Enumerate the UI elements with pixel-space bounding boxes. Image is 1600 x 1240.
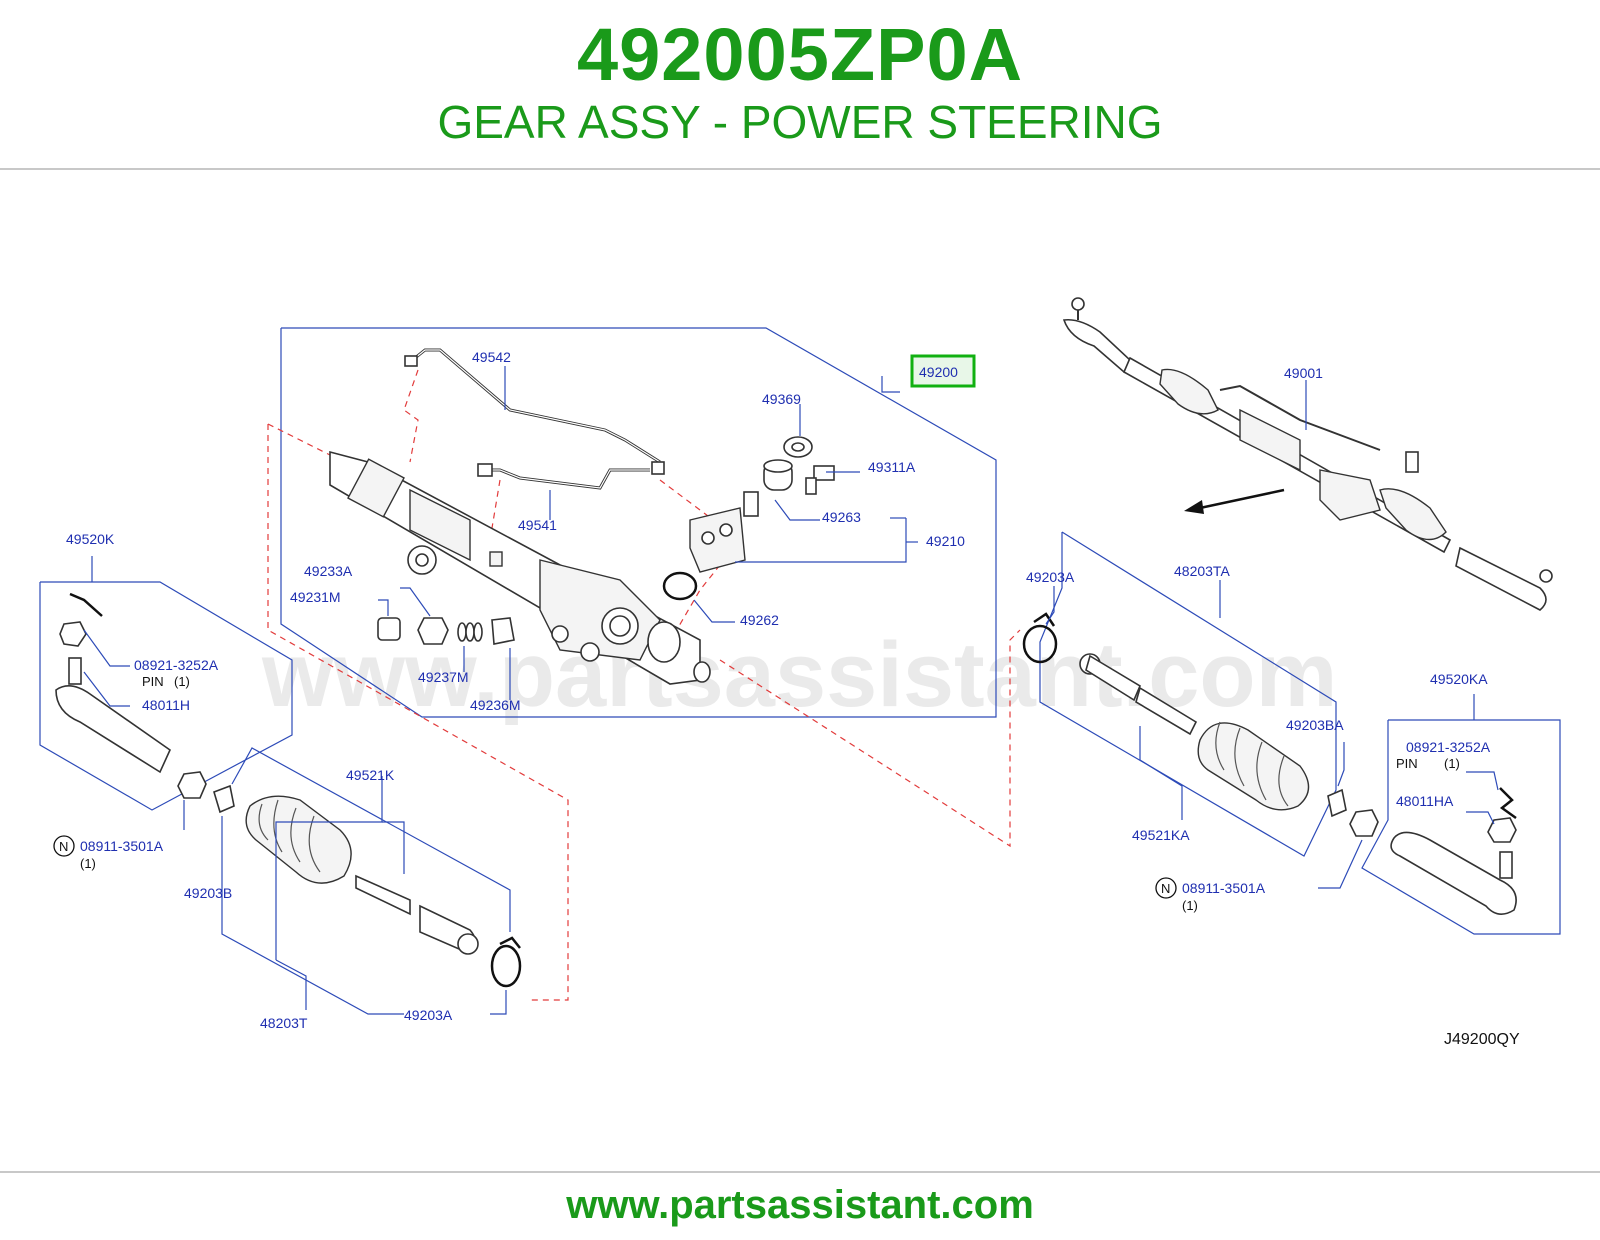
label-49542[interactable]: 49542 [472, 349, 511, 365]
label-49521ka[interactable]: 49521KA [1132, 827, 1190, 843]
seal-49369-hole [791, 442, 805, 452]
header-divider [0, 168, 1600, 170]
nut-08911-left [177, 771, 207, 799]
o-ring-49262 [662, 571, 698, 601]
diagram-code: J49200QY [1444, 1031, 1520, 1048]
rack-housing [329, 450, 711, 685]
assembly-line-left [267, 424, 569, 1001]
label-48011h[interactable]: 48011H [142, 697, 190, 713]
left-boot-49203t [245, 795, 352, 884]
label-49200[interactable]: 49200 [919, 364, 958, 380]
leader-48011h [83, 671, 130, 707]
bolt-49311A [805, 465, 835, 495]
label-49237m[interactable]: 49237M [418, 669, 469, 685]
leader-49203ba [1337, 742, 1345, 787]
label-49520ka[interactable]: 49520KA [1430, 671, 1488, 687]
left-tie-rod-end-frame [39, 581, 293, 811]
leader-49203a-bottom [490, 990, 507, 1015]
header: 492005ZP0A GEAR ASSY - POWER STEERING [0, 0, 1600, 170]
leaders-center [378, 366, 918, 700]
nut-08911-right [1349, 809, 1379, 837]
footer-divider [0, 1171, 1600, 1173]
left-tie-rod-end [55, 592, 172, 774]
clamp-49203a-left-tab [499, 936, 521, 949]
selected-part-highlight [910, 354, 976, 388]
label-08911-left-qty: (1) [80, 856, 96, 871]
right-inner-rod [1079, 653, 1198, 736]
cover-49263 [763, 459, 793, 491]
label-48203t[interactable]: 48203T [260, 1015, 308, 1031]
part-description-title: GEAR ASSY - POWER STEERING [437, 96, 1163, 148]
label-49210[interactable]: 49210 [926, 533, 965, 549]
label-n-left: N [59, 839, 68, 854]
label-pin-left-qty: (1) [174, 674, 190, 689]
yoke-parts [377, 617, 515, 645]
leader-08911-right [1318, 839, 1363, 889]
footer-website-link[interactable]: www.partsassistant.com [566, 1183, 1034, 1227]
leader-08921-right [1466, 771, 1499, 791]
label-49203a-right[interactable]: 49203A [1026, 569, 1075, 585]
direction-arrow [1184, 488, 1285, 514]
assembly-line-pipe [403, 369, 419, 463]
leader-08921-left [83, 629, 130, 667]
label-pin-right-qty: (1) [1444, 756, 1460, 771]
right-clamp-49203a [1022, 612, 1058, 664]
labels: 49542 49200 49369 49311A 49263 49210 495… [59, 349, 1520, 1048]
label-08921-right[interactable]: 08921-3252A [1406, 739, 1491, 755]
leader-48011ha [1466, 811, 1495, 825]
leader-49521k [275, 776, 383, 960]
part-number-title: 492005ZP0A [576, 13, 1024, 96]
label-08921-left[interactable]: 08921-3252A [134, 657, 219, 673]
label-08911-left[interactable]: 08911-3501A [80, 838, 164, 854]
label-49262[interactable]: 49262 [740, 612, 779, 628]
n-badge-left [53, 835, 75, 857]
n-badge-right [1155, 877, 1177, 899]
label-08911-right[interactable]: 08911-3501A [1182, 880, 1266, 896]
label-49520k[interactable]: 49520K [66, 531, 115, 547]
label-49236m[interactable]: 49236M [470, 697, 521, 713]
rack-assembly-overview [1062, 297, 1553, 611]
control-valve [689, 491, 759, 573]
right-inner-rod-frame [1039, 531, 1337, 857]
clamp-49203ba [1327, 788, 1347, 818]
right-boot-48203ta [1197, 721, 1310, 811]
leader-49203a-right [1045, 586, 1055, 625]
label-49311a[interactable]: 49311A [868, 459, 916, 475]
label-48011ha[interactable]: 48011HA [1396, 793, 1454, 809]
label-49263[interactable]: 49263 [822, 509, 861, 525]
main-group-frame [280, 327, 997, 718]
label-49001[interactable]: 49001 [1284, 365, 1323, 381]
label-49231m[interactable]: 49231M [290, 589, 341, 605]
clamp-49203a-left [490, 944, 522, 988]
label-49203a-bottom[interactable]: 49203A [404, 1007, 453, 1023]
right-tie-rod-end [1390, 787, 1517, 915]
label-n-right: N [1161, 881, 1170, 896]
label-49541[interactable]: 49541 [518, 517, 557, 533]
left-inner-rod-frame [231, 747, 511, 932]
hydraulic-pipes [404, 348, 665, 490]
clamp-49203b [213, 784, 235, 814]
label-49233a[interactable]: 49233A [304, 563, 353, 579]
label-08911-right-qty: (1) [1182, 898, 1198, 913]
left-inner-rod [355, 874, 479, 955]
assembly-line-upper [267, 423, 331, 456]
label-49203b[interactable]: 49203B [184, 885, 232, 901]
label-48203ta[interactable]: 48203TA [1174, 563, 1230, 579]
label-49521k[interactable]: 49521K [346, 767, 395, 783]
label-pin-left: PIN [142, 674, 164, 689]
right-tie-rod-end-frame [1361, 719, 1561, 935]
pipe-fitting [404, 355, 418, 367]
label-49369[interactable]: 49369 [762, 391, 801, 407]
label-pin-right: PIN [1396, 756, 1418, 771]
label-49203ba[interactable]: 49203BA [1286, 717, 1344, 733]
